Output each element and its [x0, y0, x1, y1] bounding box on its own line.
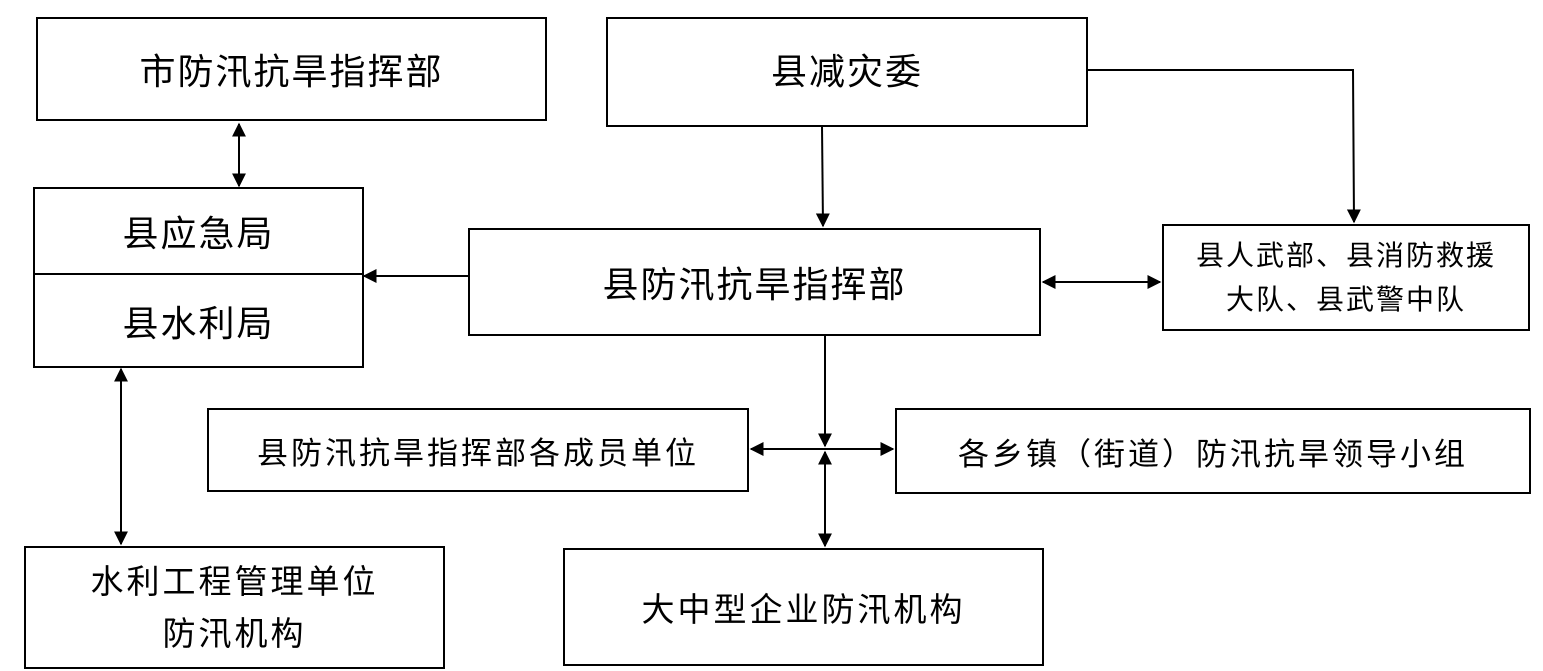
county-emergency-bureau-label: 县应急局 — [122, 214, 275, 255]
disaster-to-hq-arrow — [815, 125, 830, 228]
water-project-units-box: 水利工程管理单位 防汛机构 — [24, 546, 445, 669]
county-forces-box: 县人武部、县消防救援 大队、县武警中队 — [1162, 224, 1530, 331]
county-forces-label-line1: 县人武部、县消防救援 — [1195, 239, 1496, 273]
county-flood-hq-box: 县防汛抗旱指挥部 — [468, 228, 1041, 336]
county-disaster-committee-label: 县减灾委 — [770, 52, 923, 93]
township-groups-label: 各乡镇（街道）防汛抗旱领导小组 — [958, 436, 1468, 473]
city-flood-hq-box: 市防汛抗旱指挥部 — [36, 17, 547, 121]
county-disaster-committee-box: 县减灾委 — [606, 17, 1088, 127]
enterprise-flood-box: 大中型企业防汛机构 — [563, 548, 1044, 666]
member-units-label: 县防汛抗旱指挥部各成员单位 — [257, 435, 699, 472]
water-project-units-label-line2: 防汛机构 — [162, 613, 307, 653]
county-forces-label-line2: 大队、县武警中队 — [1225, 282, 1466, 316]
township-groups-box: 各乡镇（街道）防汛抗旱领导小组 — [895, 408, 1531, 494]
disaster-to-forces-arrow — [1087, 69, 1361, 224]
water-project-units-label-line1: 水利工程管理单位 — [90, 562, 379, 602]
enterprise-flood-label: 大中型企业防汛机构 — [641, 590, 966, 629]
county-water-bureau-box: 县水利局 — [33, 273, 364, 368]
county-flood-hq-label: 县防汛抗旱指挥部 — [602, 265, 907, 306]
county-water-bureau-label: 县水利局 — [122, 303, 275, 345]
county-emergency-bureau-box: 县应急局 — [33, 187, 364, 275]
city-flood-hq-label: 市防汛抗旱指挥部 — [139, 52, 444, 93]
member-units-box: 县防汛抗旱指挥部各成员单位 — [207, 408, 749, 492]
